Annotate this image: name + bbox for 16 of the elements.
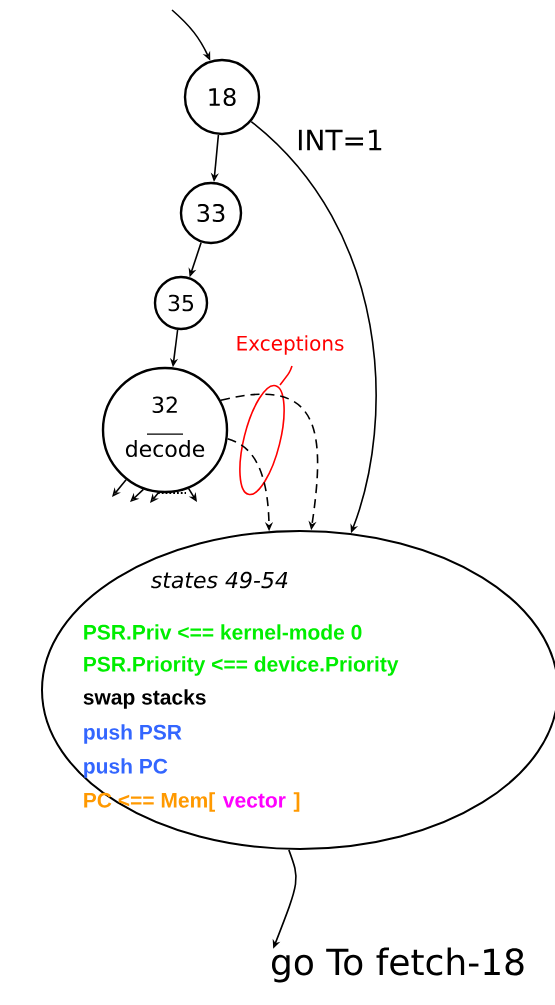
action-text: PSR.Priv <== kernel-mode 0 xyxy=(84,624,362,640)
arrow xyxy=(130,488,145,502)
goto-text: go To fetch-18 xyxy=(272,947,524,983)
arrow xyxy=(112,479,127,497)
action-text: PSR.Priority <== device.Priority xyxy=(84,656,399,676)
action-text: vector xyxy=(222,793,286,808)
state-title: states 49-54 xyxy=(151,571,288,589)
action-text: ] xyxy=(293,792,300,812)
action-text: push PSR xyxy=(84,724,182,744)
action-text: PC <== Mem[ xyxy=(84,792,215,812)
arrow xyxy=(150,492,160,503)
action-text: push PC xyxy=(84,758,168,778)
annotation-text: Exceptions xyxy=(237,335,344,355)
edge-label: INT=1 xyxy=(295,128,385,152)
action-text: swap stacks xyxy=(83,689,206,709)
arrow xyxy=(187,487,197,502)
